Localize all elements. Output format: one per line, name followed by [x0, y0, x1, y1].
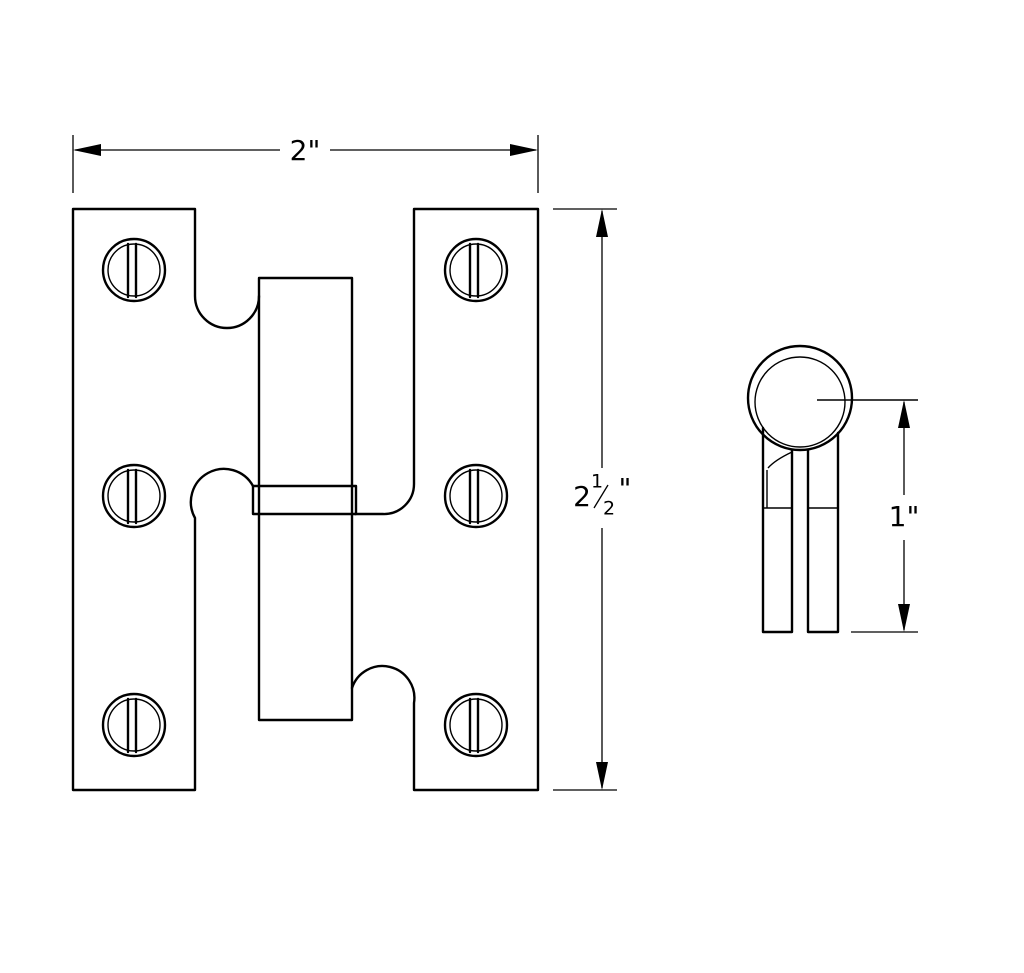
screw-bottom-right: [443, 692, 509, 758]
left-leaf: [71, 207, 261, 792]
screw-mid-right: [443, 463, 509, 529]
pin-offset-label: 1": [889, 500, 920, 533]
barrel-outer: [746, 344, 854, 452]
height-dimension: 2 1 2 ": [553, 208, 631, 791]
screw-top-left: [101, 237, 167, 303]
svg-text:2: 2: [603, 498, 615, 520]
right-leaf: [350, 207, 540, 792]
screw-bottom-left: [101, 692, 167, 758]
hinge-side-view: [746, 344, 918, 634]
barrel-collar: [251, 484, 358, 516]
pin-barrel: [257, 276, 354, 722]
width-label: 2": [290, 134, 321, 167]
width-dimension: 2": [72, 134, 539, 193]
screw-mid-left: [101, 463, 167, 529]
pin-offset-dimension: 1": [851, 400, 920, 633]
barrel-inner: [754, 356, 846, 448]
screw-top-right: [443, 237, 509, 303]
hinge-front-view: [71, 207, 540, 792]
svg-text:2: 2: [573, 480, 591, 513]
svg-text:1: 1: [591, 471, 603, 493]
height-label: 2 1 2 ": [573, 471, 631, 520]
svg-text:": ": [619, 472, 632, 505]
